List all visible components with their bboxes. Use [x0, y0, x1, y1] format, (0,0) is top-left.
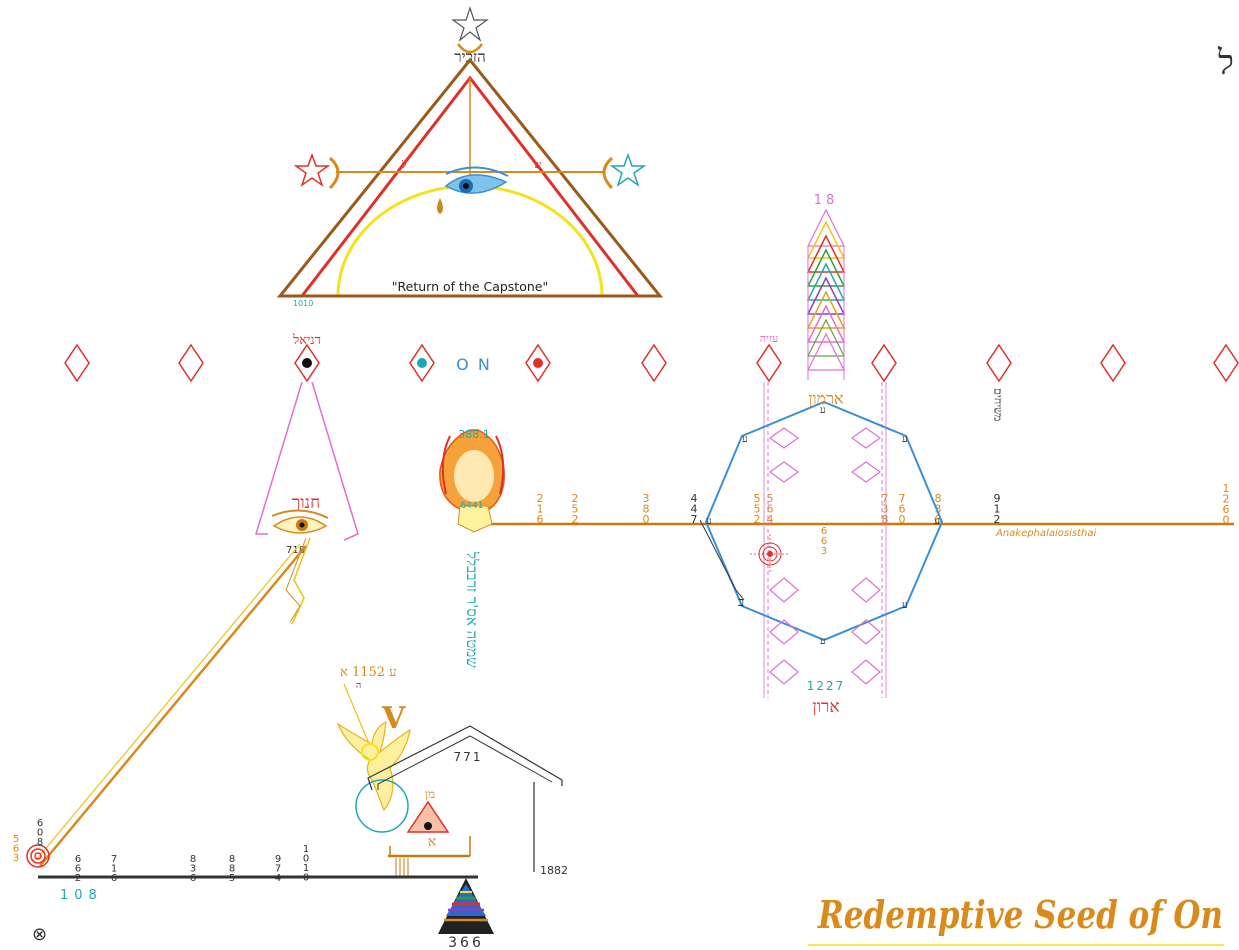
base-pyramid	[438, 878, 494, 934]
triangles-label: 18	[814, 193, 839, 208]
dove-sub: ה	[356, 681, 361, 691]
tent-bottom: א	[428, 834, 436, 850]
capstone-right-letter: ש	[534, 160, 541, 171]
diamond	[642, 345, 666, 381]
diamond	[179, 345, 203, 381]
tent-top: מן	[425, 787, 435, 801]
capstone-group: הזכיר ל ש "Return of the Capstone" 1010	[280, 8, 660, 308]
daniel-label: דניאל	[292, 333, 321, 348]
diamond	[987, 345, 1011, 381]
diamond-dot	[533, 358, 543, 368]
ground-under: 108	[60, 888, 103, 903]
chanok-eye-icon	[272, 510, 328, 533]
house-number: 771	[454, 750, 483, 764]
base-number: 366	[448, 935, 484, 950]
diamond	[1214, 345, 1238, 381]
diamond-row: דניאל O N עזיה	[65, 332, 1238, 381]
tent-icon	[408, 802, 448, 832]
cross-symbol: ⊗	[32, 924, 47, 945]
tear-drop-icon	[437, 198, 443, 214]
diamond	[757, 345, 781, 381]
left-star-icon	[296, 155, 328, 185]
capstone-number: 1010	[293, 299, 313, 308]
capstone-star	[453, 8, 487, 40]
v-mark: V	[381, 701, 406, 736]
corner-letter: ל	[1217, 43, 1234, 83]
colored-triangles: 18	[808, 193, 844, 380]
diamond-dot	[417, 358, 427, 368]
octagon-letter: ע	[706, 516, 712, 527]
octagon-letter: ע	[820, 636, 826, 647]
octagon-letter: ע	[934, 516, 940, 527]
aron-label: ארון	[812, 697, 839, 717]
diagonal-ray	[36, 544, 306, 866]
octagon-letter: ע	[742, 434, 748, 445]
capstone-left-letter: ל	[401, 159, 407, 171]
phoenix-top-number: 388.1	[458, 428, 490, 441]
anakephalaiosis-label: Anakephalaiosisthai	[995, 528, 1096, 539]
house-side-number: 1882	[540, 864, 568, 877]
diamond	[65, 345, 89, 381]
capstone-top-letters: הזכיר	[454, 48, 485, 66]
phoenix-bottom-number: 6441	[461, 501, 484, 511]
target-icon	[750, 534, 790, 574]
on-label: O N	[456, 355, 492, 374]
octagon-letter: ע	[902, 600, 908, 611]
bet-letter: ב	[738, 595, 744, 610]
capstone-caption: "Return of the Capstone"	[392, 279, 548, 294]
right-crescent-icon	[604, 158, 612, 188]
spiral-target-icon	[27, 845, 49, 867]
armon-label: ארמון	[808, 389, 844, 408]
diamond-dot	[302, 358, 312, 368]
octagon-letter: ע	[902, 434, 908, 445]
phoenix-icon	[440, 430, 504, 532]
vertical-hebrew: שמטה אס'ר זרבבלל	[463, 551, 481, 668]
title: Redemptive Seed of On	[817, 892, 1223, 937]
left-crescent-icon	[330, 158, 338, 188]
dove-label: ע 1152 א	[340, 665, 397, 680]
dove-group: ע 1152 א ה V	[338, 665, 410, 832]
right-vertical-hebrew: משיחים	[992, 388, 1005, 421]
main-axis-numbers: 2162523804475525647387608389121260	[537, 482, 1230, 526]
chanok-funnel-right	[312, 382, 358, 540]
diamond	[872, 345, 896, 381]
aziah-label: עזיה	[760, 332, 779, 345]
aron-number: 1227	[807, 679, 846, 693]
right-star-icon	[612, 155, 644, 185]
diamond	[1101, 345, 1125, 381]
